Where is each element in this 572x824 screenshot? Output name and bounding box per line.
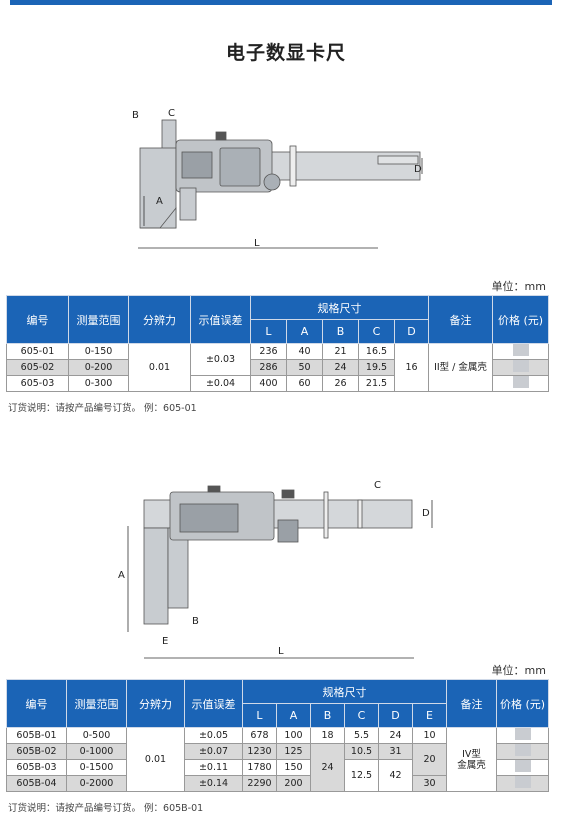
header-range: 测量范围: [68, 295, 129, 344]
order-note-1: 订货说明：请按产品编号订货。 例：605-01: [8, 403, 197, 414]
dim-label-d: D: [414, 164, 422, 175]
table-row: 605B-03 0-1500 ±0.11 1780 150 12.5 42: [6, 759, 549, 792]
header-price: 价格 (元): [492, 295, 549, 344]
header-resolution-2: 分辨力: [126, 679, 185, 728]
resolution-cell-2: 0.01: [126, 727, 185, 792]
spec-table-2: 编号 测量范围 分辨力 示值误差 规格尺寸 备注 价格 (元) L A B C …: [6, 679, 549, 792]
dim-label-b-2: B: [192, 616, 199, 627]
blurred-price: [512, 376, 529, 388]
dim-label-a: A: [156, 196, 163, 207]
dim-label-a-2: A: [118, 570, 125, 581]
header-code-2: 编号: [6, 679, 67, 728]
resolution-cell: 0.01: [128, 343, 191, 392]
d-shared-cell: 42: [378, 759, 413, 792]
header-error-2: 示值误差: [184, 679, 243, 728]
header-D: D: [394, 319, 429, 344]
blurred-price: [512, 360, 529, 372]
dim-label-c-2: C: [374, 480, 381, 491]
blurred-price: [514, 776, 531, 788]
spec-table-1: 编号 测量范围 分辨力 示值误差 规格尺寸 备注 价格 (元) L A B C …: [6, 295, 549, 392]
header-code: 编号: [6, 295, 69, 344]
price-cell: [492, 343, 549, 360]
header-price-2: 价格 (元): [496, 679, 549, 728]
header-A: A: [286, 319, 323, 344]
dim-label-d-2: D: [422, 508, 430, 519]
caliper-diagram-2: C D A B E L: [118, 480, 433, 659]
dim-label-e-2: E: [162, 636, 168, 647]
price-cell: [492, 359, 549, 376]
dim-label-l-2: L: [278, 646, 284, 657]
header-B: B: [322, 319, 359, 344]
c-shared-cell: 12.5: [344, 759, 379, 792]
table-row: 605-02 0-200 286 50 24 19.5: [6, 359, 549, 376]
blurred-price: [514, 760, 531, 772]
header-error: 示值误差: [190, 295, 251, 344]
blurred-price: [514, 744, 531, 756]
table-row: 605-03 0-300 ±0.04 400 60 26 21.5: [6, 375, 549, 392]
header-resolution: 分辨力: [128, 295, 191, 344]
table-row: 605B-01 0-500 0.01 ±0.05 678 100 18 5.5 …: [6, 727, 549, 792]
b-shared-cell: 24: [310, 743, 345, 792]
table-row: 605B-04 0-2000 ±0.14 2290 200 30: [6, 775, 549, 792]
remark-cell-2: IV型 金属壳: [446, 727, 497, 792]
dim-label-b: B: [132, 110, 139, 121]
price-cell: [496, 775, 549, 792]
top-accent-bar: [10, 0, 552, 5]
e-shared-cell: 20: [412, 743, 447, 776]
blurred-price: [512, 344, 529, 356]
dim-label-c: C: [168, 108, 175, 119]
error-cell: ±0.03: [190, 343, 251, 376]
header-C: C: [358, 319, 395, 344]
price-cell: [496, 727, 549, 744]
order-note-2: 订货说明：请按产品编号订货。 例：605B-01: [8, 803, 204, 814]
header-remarks: 备注: [428, 295, 493, 344]
table-row: 605-01 0-150 0.01 ±0.03 236 40 21 16.5 1…: [6, 343, 549, 392]
blurred-price: [514, 728, 531, 740]
header-dims-2: 规格尺寸: [242, 679, 447, 704]
price-cell: [492, 375, 549, 392]
header-remarks-2: 备注: [446, 679, 497, 728]
unit-label-1: 单位：mm: [491, 280, 546, 293]
dim-label-l: L: [254, 238, 260, 249]
remark-cell: II型 / 金属壳: [428, 343, 493, 392]
header-range-2: 测量范围: [66, 679, 127, 728]
price-cell: [496, 759, 549, 776]
page-title: 电子数显卡尺: [225, 42, 346, 64]
header-L: L: [250, 319, 287, 344]
unit-label-2: 单位：mm: [491, 664, 546, 677]
caliper-diagram-1: B C A D L: [132, 108, 423, 249]
d-cell: 16: [394, 343, 429, 392]
price-cell: [496, 743, 549, 760]
header-dims: 规格尺寸: [250, 295, 429, 320]
